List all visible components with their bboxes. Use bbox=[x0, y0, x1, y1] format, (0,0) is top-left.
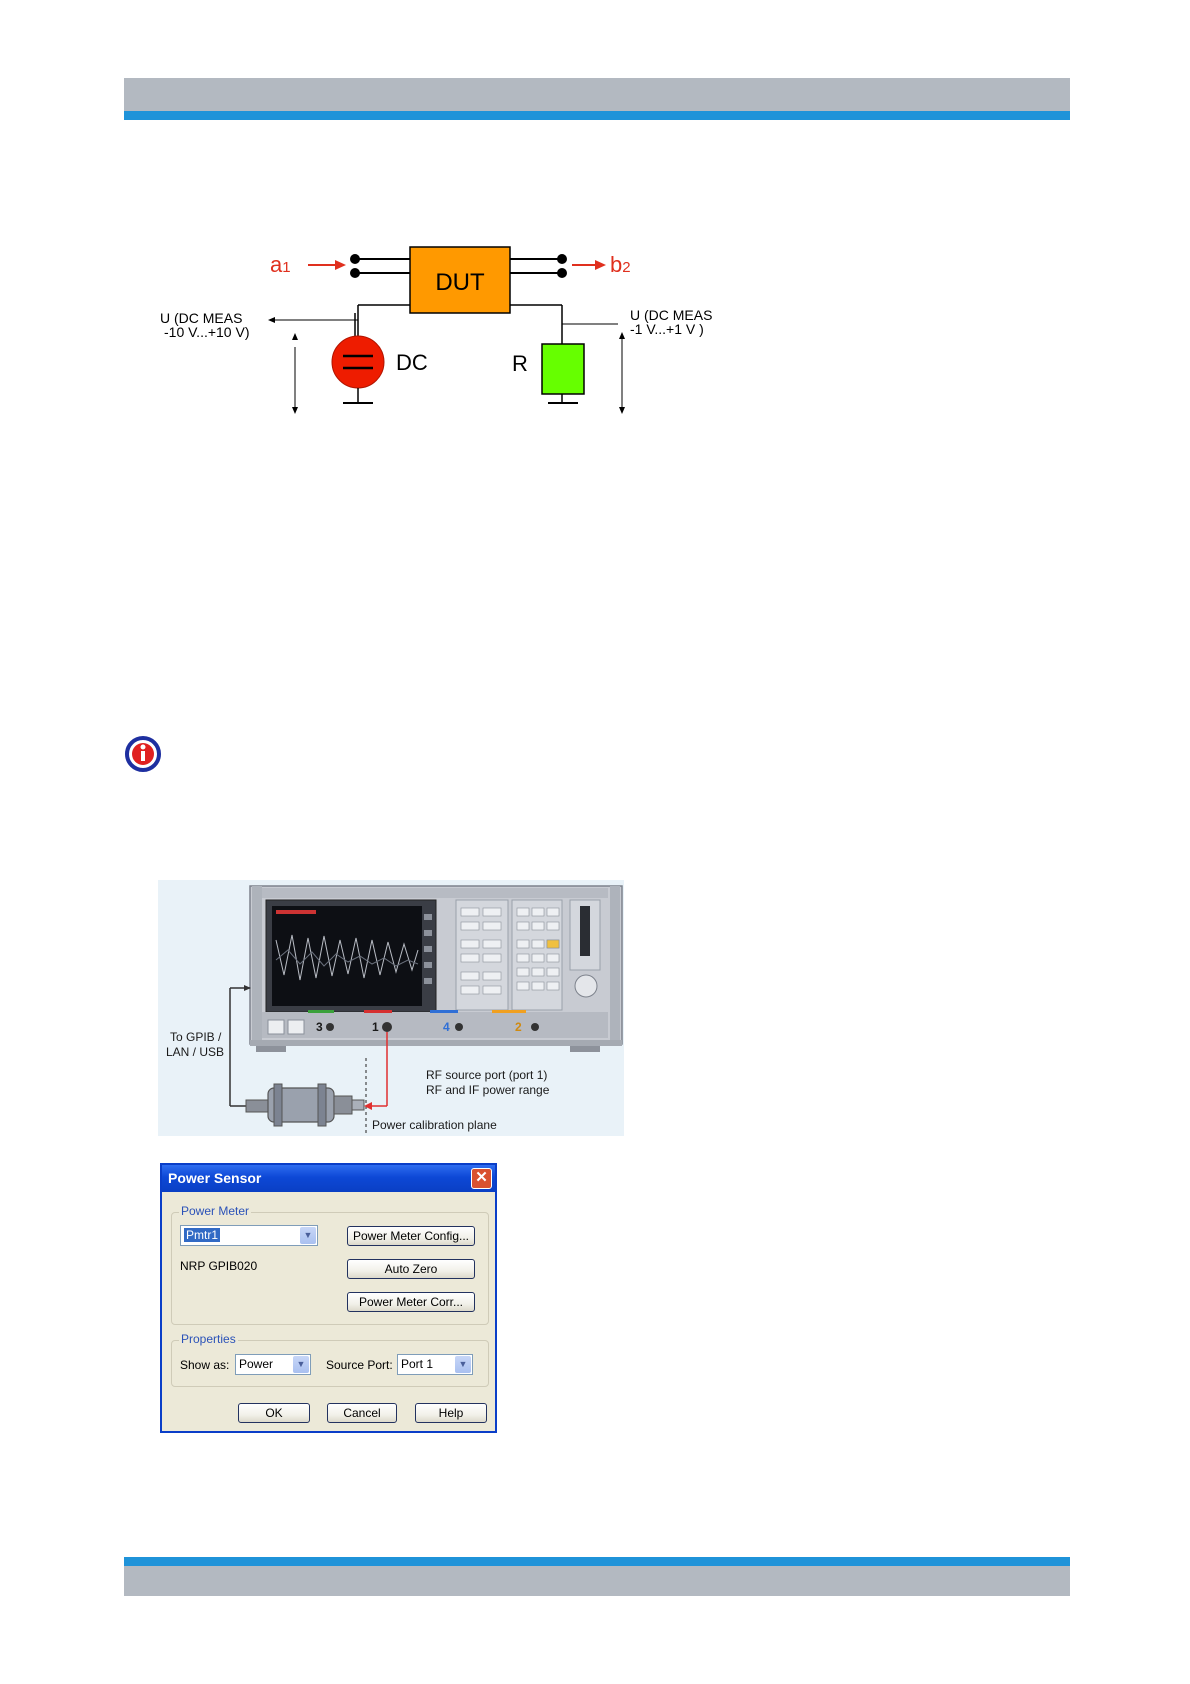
resistor-block bbox=[541, 343, 585, 395]
instrument-setup-figure: 3 1 4 2 To GPIB / LAN / USB RF source po… bbox=[158, 880, 624, 1136]
port-label-2: 2 bbox=[515, 1020, 522, 1034]
rf-source-line1: RF source port (port 1) bbox=[426, 1068, 548, 1082]
dc-source-icon bbox=[331, 335, 385, 389]
header-accent-line bbox=[124, 111, 1070, 120]
chevron-down-icon[interactable]: ▼ bbox=[455, 1356, 471, 1373]
chevron-down-icon[interactable]: ▼ bbox=[300, 1227, 316, 1244]
r-label: R bbox=[512, 351, 528, 376]
power-meter-corr-button[interactable]: Power Meter Corr... bbox=[347, 1292, 475, 1312]
dialog-title-bar: Power Sensor ✕ bbox=[162, 1165, 495, 1192]
meter-info-text: NRP GPIB020 bbox=[180, 1259, 258, 1273]
rf-source-line2: RF and IF power range bbox=[426, 1083, 550, 1097]
dc-label: DC bbox=[396, 350, 428, 375]
network-analyzer-illustration bbox=[229, 885, 623, 1136]
power-meter-config-button[interactable]: Power Meter Config... bbox=[347, 1226, 475, 1246]
gpib-label-line1: To GPIB / bbox=[170, 1030, 222, 1044]
properties-group-title: Properties bbox=[179, 1332, 238, 1346]
cancel-button[interactable]: Cancel bbox=[327, 1403, 397, 1423]
input-wave-label: a1 bbox=[270, 252, 291, 277]
dut-label: DUT bbox=[435, 269, 485, 296]
header-bar bbox=[124, 78, 1070, 112]
close-icon[interactable]: ✕ bbox=[471, 1168, 492, 1189]
footer-bar bbox=[124, 1566, 1070, 1596]
show-as-select[interactable]: Power ▼ bbox=[235, 1354, 311, 1375]
properties-group: Properties Show as: Power ▼ Source Port:… bbox=[171, 1332, 489, 1387]
dut-block bbox=[409, 246, 511, 314]
source-port-value: Port 1 bbox=[401, 1357, 434, 1371]
chevron-down-icon[interactable]: ▼ bbox=[293, 1356, 309, 1373]
power-meter-select[interactable]: Pmtr1 ▼ bbox=[180, 1225, 318, 1246]
show-as-value: Power bbox=[239, 1357, 274, 1371]
power-sensor-dialog: Power Sensor ✕ Power Meter Pmtr1 ▼ NRP G… bbox=[160, 1163, 497, 1433]
source-port-select[interactable]: Port 1 ▼ bbox=[397, 1354, 473, 1375]
right-meas-line1: U (DC MEAS bbox=[630, 307, 712, 323]
port-label-4: 4 bbox=[443, 1020, 450, 1034]
source-port-label: Source Port: bbox=[326, 1358, 393, 1372]
calibration-plane-label: Power calibration plane bbox=[372, 1118, 497, 1132]
ok-button[interactable]: OK bbox=[238, 1403, 310, 1423]
auto-zero-button[interactable]: Auto Zero bbox=[347, 1259, 475, 1279]
right-meas-line2: -1 V...+1 V ) bbox=[630, 321, 704, 337]
power-meter-group-title: Power Meter bbox=[179, 1204, 252, 1218]
left-meas-line2: -10 V...+10 V) bbox=[164, 324, 249, 340]
info-icon bbox=[125, 736, 161, 772]
port-label-3: 3 bbox=[316, 1020, 323, 1034]
power-meter-select-value: Pmtr1 bbox=[184, 1228, 221, 1242]
port-label-1: 1 bbox=[372, 1020, 379, 1034]
left-meas-line1: U (DC MEAS bbox=[160, 310, 242, 326]
footer-accent-line bbox=[124, 1557, 1070, 1566]
output-wave-label: b2 bbox=[610, 252, 631, 277]
dialog-title: Power Sensor bbox=[168, 1170, 262, 1186]
power-meter-group: Power Meter Pmtr1 ▼ NRP GPIB020 Power Me… bbox=[171, 1204, 489, 1325]
input-arrow-icon bbox=[335, 260, 346, 270]
gpib-label-line2: LAN / USB bbox=[166, 1045, 225, 1059]
show-as-label: Show as: bbox=[180, 1358, 230, 1372]
output-arrow-icon bbox=[595, 260, 606, 270]
dc-measurement-circuit: a1 DUT b2 DC U (DC MEAS -10 V...+10 V) R… bbox=[160, 246, 712, 414]
help-button[interactable]: Help bbox=[415, 1403, 487, 1423]
